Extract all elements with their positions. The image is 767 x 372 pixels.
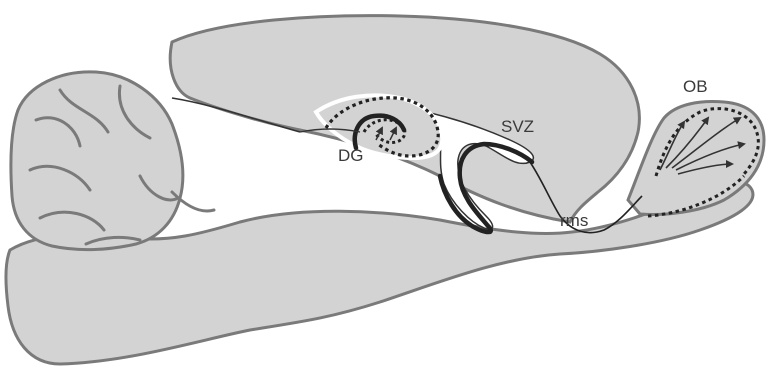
label-dentate-gyrus: DG [338,147,364,164]
label-rostral-migratory-stream: rms [560,212,588,229]
label-subventricular-zone: SVZ [501,118,534,135]
label-olfactory-bulb: OB [683,78,708,95]
